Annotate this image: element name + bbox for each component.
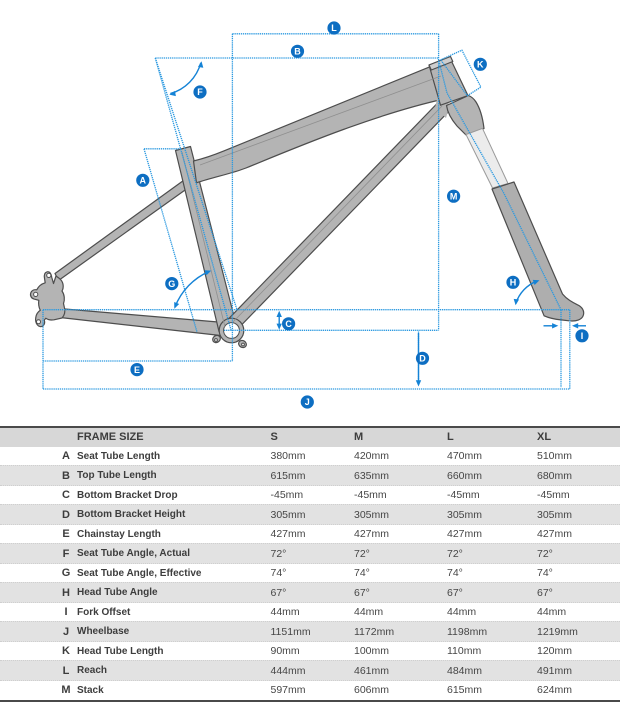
- svg-text:J: J: [305, 397, 310, 407]
- svg-text:G: G: [168, 279, 175, 289]
- svg-text:L: L: [331, 23, 337, 33]
- svg-text:D: D: [419, 354, 426, 364]
- svg-text:I: I: [581, 331, 584, 341]
- svg-text:F: F: [197, 87, 203, 97]
- svg-text:B: B: [294, 47, 301, 57]
- svg-text:E: E: [134, 365, 140, 375]
- svg-text:C: C: [285, 319, 292, 329]
- svg-text:K: K: [477, 60, 484, 70]
- svg-text:A: A: [140, 176, 147, 186]
- svg-text:H: H: [510, 278, 517, 288]
- svg-text:M: M: [450, 191, 458, 201]
